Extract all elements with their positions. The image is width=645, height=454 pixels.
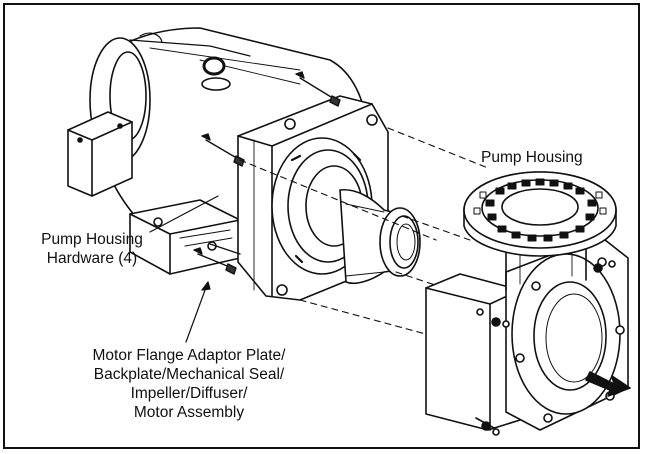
label-assembly-line1: Motor Flange Adaptor Plate/ — [92, 347, 286, 364]
label-motor-flange-assembly: Motor Flange Adaptor Plate/ Backplate/Me… — [64, 346, 314, 422]
label-pump-housing-hardware: Pump Housing Hardware (4) — [32, 230, 152, 268]
leader-lines — [149, 195, 219, 343]
housing-nuts — [475, 260, 616, 436]
conduit-box — [67, 111, 133, 197]
impeller-diffuser — [339, 188, 421, 285]
label-assembly-line4: Motor Assembly — [133, 404, 245, 421]
motor-assembly — [67, 27, 367, 275]
label-assembly-line2: Backplate/Mechanical Seal/ — [93, 366, 285, 383]
pump-housing — [425, 171, 631, 436]
label-pump-housing: Pump Housing — [481, 149, 583, 166]
pump-housing-hardware — [193, 71, 341, 275]
label-assembly-line3: Impeller/Diffuser/ — [130, 385, 248, 402]
label-hardware-line1: Pump Housing — [41, 231, 143, 248]
discharge-arrow-icon — [585, 371, 631, 397]
lifting-eye — [201, 56, 231, 91]
motor-foot — [129, 199, 241, 275]
suction-flange — [463, 171, 617, 257]
label-hardware-line2: Hardware (4) — [46, 250, 138, 267]
